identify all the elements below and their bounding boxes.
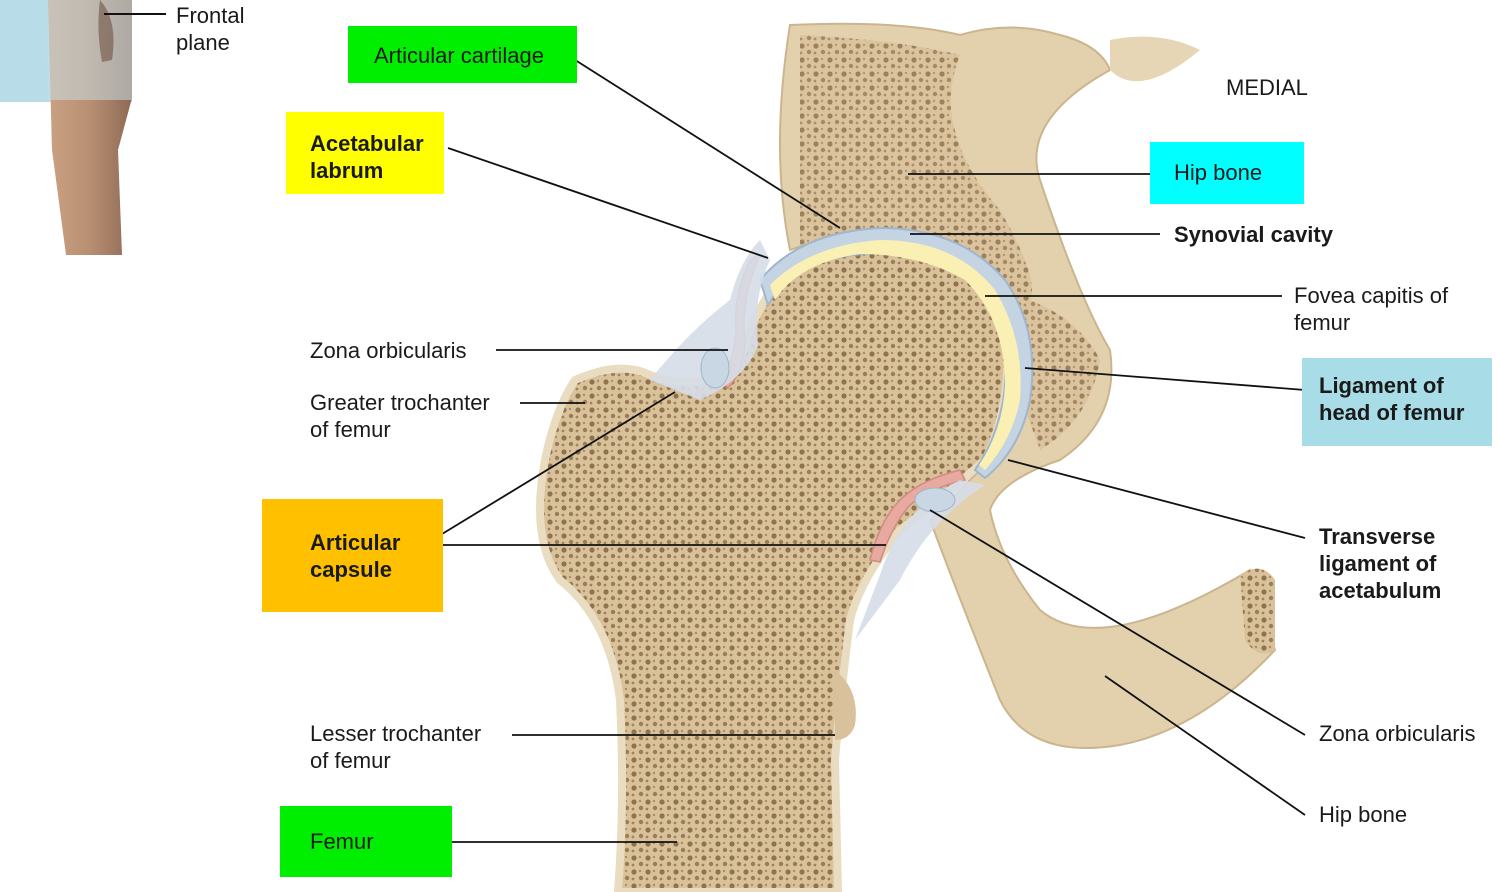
femur-box: Femur xyxy=(280,806,452,877)
articular-cartilage-box: Articular cartilage xyxy=(348,26,577,83)
synovial-cavity-shape xyxy=(770,240,1021,470)
acetabular-labrum-label: Acetabular labrum xyxy=(310,131,424,183)
medial-orientation-label: MEDIAL xyxy=(1226,75,1308,100)
transverse-ligament-label: Transverse ligament of acetabulum xyxy=(1319,524,1442,603)
acetabular-labrum-box: Acetabular labrum xyxy=(286,112,444,194)
hip-bone-top-box: Hip bone xyxy=(1150,142,1304,204)
zona-orbicularis-left-label: Zona orbicularis xyxy=(310,338,467,363)
ligament-head-box: Ligament of head of femur xyxy=(1302,358,1492,446)
articular-capsule-box: Articular capsule xyxy=(262,499,443,612)
femur-label: Femur xyxy=(310,829,374,854)
synovial-cavity-label: Synovial cavity xyxy=(1174,222,1333,247)
fovea-capitis-label: Fovea capitis of femur xyxy=(1294,283,1449,335)
articular-cartilage-label: Articular cartilage xyxy=(374,43,544,68)
hip-bone-top-label: Hip bone xyxy=(1174,160,1263,185)
thumbnail-figure xyxy=(0,0,132,255)
femur-shape xyxy=(536,238,1012,892)
lesser-trochanter-label: Lesser trochanter of femur xyxy=(310,721,482,773)
zona-orbicularis-right-label: Zona orbicularis xyxy=(1319,721,1476,746)
hip-bone-bottom-label: Hip bone xyxy=(1319,802,1408,827)
ligament-head-label: Ligament of head of femur xyxy=(1319,373,1465,425)
articular-capsule-label: Articular capsule xyxy=(310,530,401,582)
frontal-plane-label: Frontal plane xyxy=(176,3,245,55)
greater-trochanter-label: Greater trochanter of femur xyxy=(310,390,490,442)
